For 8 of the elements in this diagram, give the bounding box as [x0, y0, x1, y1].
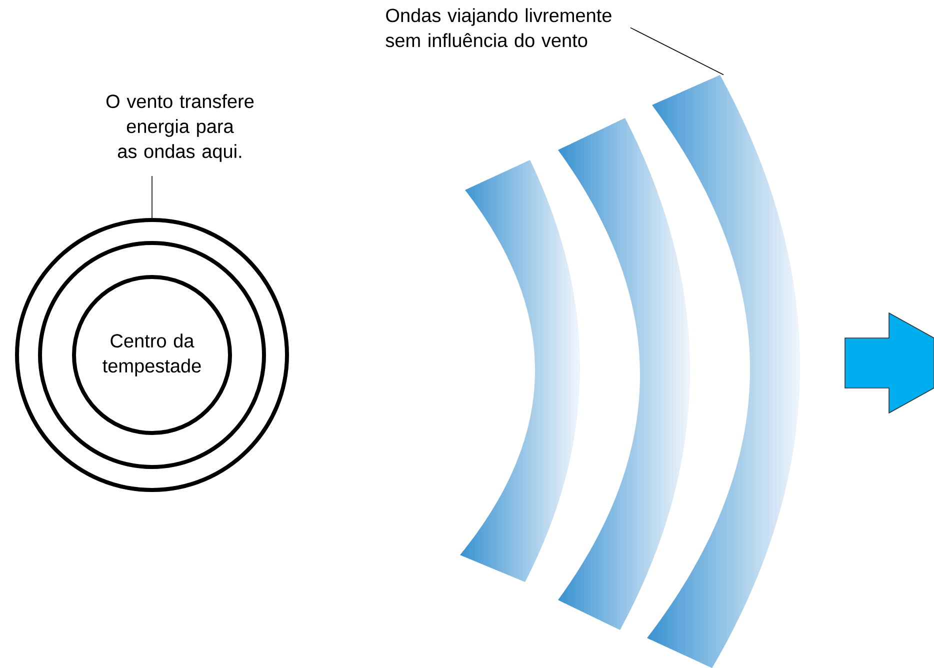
annotation-text: O vento transfere energia para as ondas aqui.	[106, 94, 254, 162]
wave-band	[558, 118, 690, 630]
annotation-text: Ondas viajando livremente sem influência do vento	[386, 8, 612, 48]
storm-circle	[38, 241, 266, 469]
storm-circle	[15, 218, 289, 492]
wave-band	[647, 75, 800, 668]
leader-line	[630, 27, 724, 76]
wave-band	[460, 160, 580, 582]
